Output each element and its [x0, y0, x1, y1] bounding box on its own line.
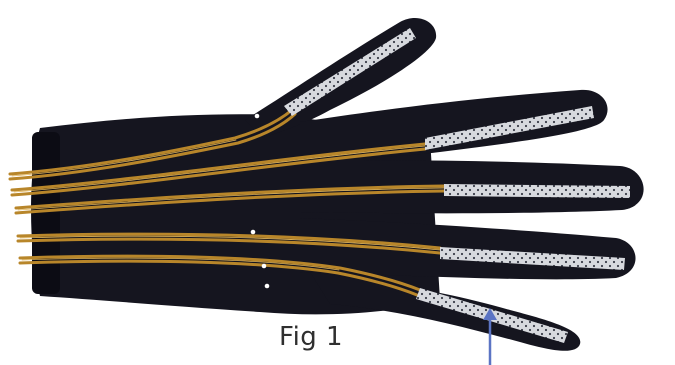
arrow-up-icon [483, 308, 497, 365]
middle-sensor [444, 184, 630, 198]
marker-dot [262, 264, 267, 269]
marker-dot [255, 114, 260, 119]
marker-dot [251, 230, 256, 235]
figure-caption: Fig 1 [279, 322, 343, 352]
marker-dot [265, 284, 270, 289]
